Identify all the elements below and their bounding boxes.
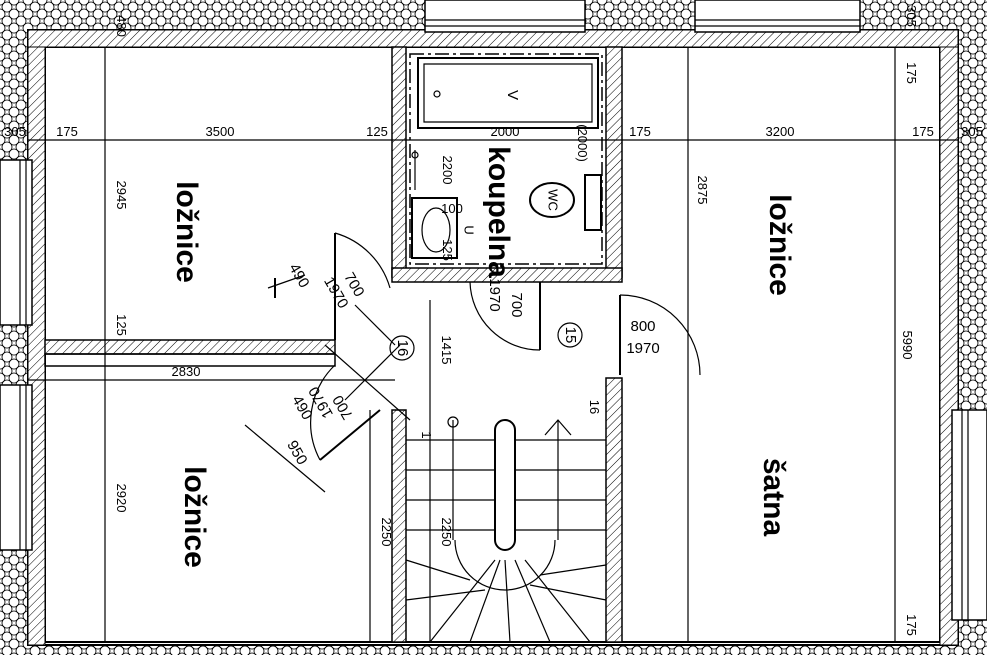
dimension-lines — [28, 47, 958, 642]
dim-stair-1: 1 — [419, 431, 434, 438]
door4-width: 800 — [630, 318, 655, 335]
dim-h2000: 2000 — [491, 124, 520, 139]
sink — [411, 150, 458, 259]
door1-offset: 490 — [285, 261, 312, 291]
dim-v2000p: (2000) — [575, 124, 590, 162]
dim-v125-bath: 125 — [440, 239, 455, 261]
dim-top-left-wall: 480 — [114, 15, 129, 37]
dim-v2200: 2200 — [440, 156, 455, 185]
dim-right-305: 305 — [961, 124, 983, 139]
dim-v2920: 2920 — [114, 484, 129, 513]
dim-v175-bottom: 175 — [904, 614, 919, 636]
dim-right-top-175: 175 — [904, 62, 919, 84]
door4-height: 1970 — [626, 340, 659, 357]
door2-extra: 950 — [283, 438, 310, 468]
marker-circle-16 — [389, 335, 415, 361]
bathroom-boundary — [409, 53, 603, 265]
dim-h175-a: 175 — [56, 124, 78, 139]
wc — [529, 174, 602, 231]
dim-h2830: 2830 — [172, 364, 201, 379]
marker-16: 16 — [394, 340, 411, 357]
dim-left-305: 305 — [4, 124, 26, 139]
room-label-bedroom-bottom-left: ložnice — [178, 466, 211, 568]
dim-h3500: 3500 — [206, 124, 235, 139]
door3-width: 700 — [508, 292, 525, 317]
wc-label: WC — [546, 189, 561, 211]
room-label-bedroom-top-left: ložnice — [170, 181, 203, 283]
bath-label: V — [504, 90, 521, 100]
marker-circle-15 — [557, 322, 583, 348]
dim-h175-b: 175 — [629, 124, 651, 139]
doors — [310, 232, 701, 461]
dim-v2250-b: 2250 — [439, 518, 454, 547]
dim-v1415: 1415 — [439, 336, 454, 365]
bathtub — [417, 57, 599, 129]
room-label-bathroom: koupelna — [482, 146, 515, 278]
dim-h3200: 3200 — [766, 124, 795, 139]
dim-v5990: 5990 — [900, 331, 915, 360]
room-label-wardrobe: šatna — [757, 458, 790, 537]
staircase — [405, 300, 607, 643]
dim-stair-16: 16 — [587, 400, 602, 414]
dim-v2250-a: 2250 — [379, 518, 394, 547]
dim-h175-c: 175 — [912, 124, 934, 139]
windows — [0, 0, 987, 621]
dim-v125-left: 125 — [114, 314, 129, 336]
dim-v2875: 2875 — [695, 176, 710, 205]
dim-v1000: 100 — [441, 201, 463, 216]
marker-15: 15 — [562, 327, 579, 344]
sink-label: U — [462, 225, 477, 234]
dim-top-right-wall: 305 — [904, 5, 919, 27]
dim-v2945: 2945 — [114, 181, 129, 210]
door3-height: 1970 — [486, 278, 503, 311]
room-label-bedroom-right: ložnice — [763, 194, 796, 296]
interior-walls — [44, 46, 623, 643]
dim-h125-a: 125 — [366, 124, 388, 139]
